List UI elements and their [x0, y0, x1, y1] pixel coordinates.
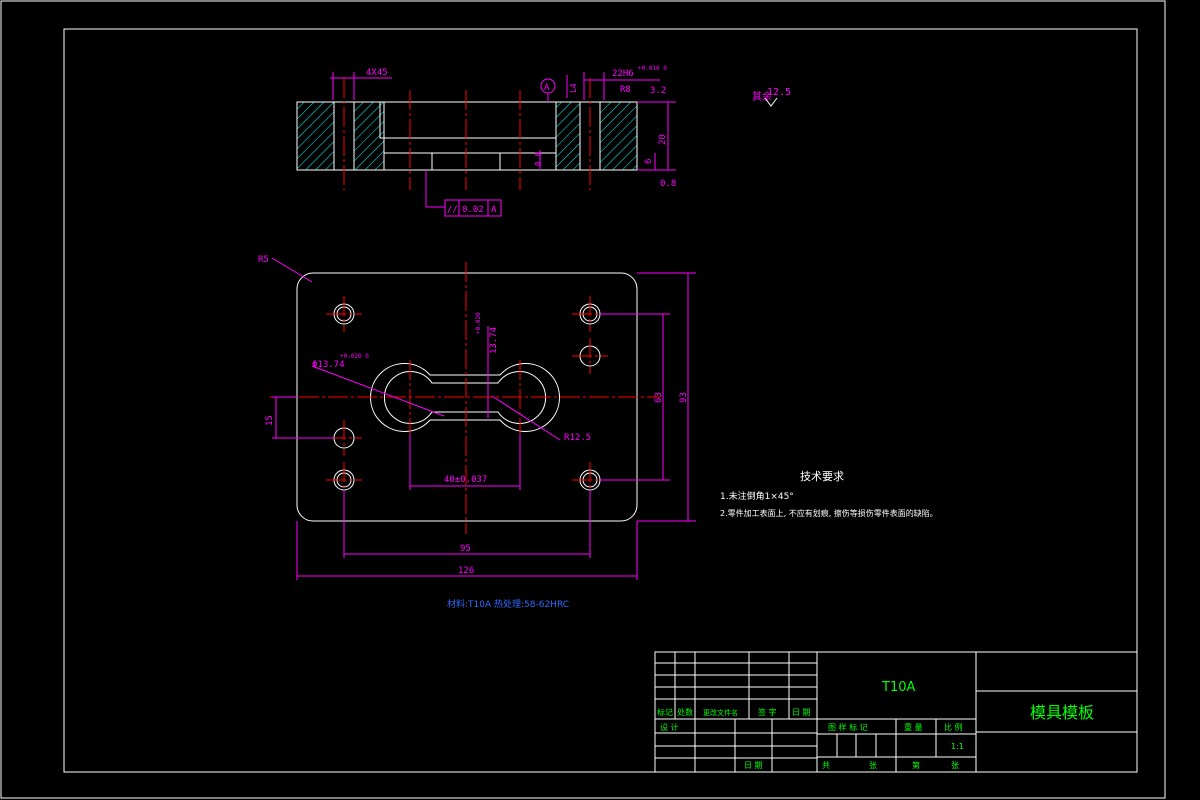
dim-63: 63	[654, 392, 664, 403]
hatch-right-inner	[555, 101, 581, 171]
datum-a-label: A	[544, 83, 550, 93]
hatch-right	[599, 101, 638, 171]
tol-value: 0.02	[462, 205, 484, 215]
dim-0-8: 0.8	[660, 179, 676, 189]
tb-bili: 比 例	[944, 722, 963, 732]
dim-r5: R5	[258, 255, 269, 265]
tb-zhongliang: 重 量	[904, 722, 923, 732]
tb-scale: 1:1	[951, 742, 964, 751]
roughness-label: 其余	[752, 90, 772, 103]
outer-frame	[0, 0, 1166, 799]
tb-tuyang: 图 样 标 记	[828, 722, 868, 732]
tb-zhang1: 张	[869, 761, 877, 770]
dim-93: 93	[679, 392, 689, 403]
dim-20: 20	[658, 134, 668, 145]
dim-l4: L4	[569, 83, 578, 93]
dim-6: 6	[644, 159, 654, 164]
title-block-text: 标记 处数 更改文件名 签 字 日 期 设 计 日 期 T10A 图 样 标 记…	[657, 680, 1094, 770]
tb-qianzi: 签 字	[758, 707, 777, 717]
dim-3-2: 3.2	[650, 86, 666, 96]
tb-material: T10A	[881, 680, 915, 695]
plan-view: R5 Φ13.74 +0.020 0 13.74 +0.020 R12.5 15…	[258, 255, 696, 580]
dim-4x45: 4X45	[366, 68, 388, 78]
tb-sheji: 设 计	[660, 722, 679, 732]
title-block	[654, 651, 1138, 773]
dim-13-74-tol: +0.020	[475, 312, 482, 334]
slot-inner	[383, 371, 547, 424]
dim-15: 15	[265, 415, 275, 426]
tb-di: 第	[912, 760, 920, 770]
tb-gong: 共	[822, 761, 830, 770]
tb-part-name: 模具模板	[1030, 703, 1094, 722]
tech-line-2: 2.零件加工表面上, 不应有划痕, 擦伤等损伤零件表面的缺陷。	[720, 508, 938, 518]
roughness-mark: 其余 12.5	[752, 87, 791, 107]
tol-datum: A	[491, 205, 497, 215]
dim-22h6: 22H6	[612, 69, 634, 79]
dim-r12-5: R12.5	[564, 433, 591, 443]
tb-riqi-hdr: 日 期	[792, 708, 811, 717]
tech-requirements: 技术要求 1.未注倒角1×45° 2.零件加工表面上, 不应有划痕, 擦伤等损伤…	[720, 470, 938, 518]
dim-40: 40±0.037	[444, 475, 487, 485]
dim-0-8-small: 0.8	[534, 151, 543, 166]
tb-gengai: 更改文件名	[703, 708, 738, 717]
section-outline	[296, 101, 638, 171]
material-note: 材料:T10A 热处理:58-62HRC	[447, 598, 569, 610]
tol-symbol: //	[447, 205, 458, 215]
dim-dia-tol: +0.020 0	[340, 353, 369, 360]
tech-title: 技术要求	[800, 470, 844, 483]
tb-riqi: 日 期	[744, 761, 763, 770]
slot-outer	[370, 363, 560, 432]
inner-frame	[63, 28, 1138, 773]
tech-line-1: 1.未注倒角1×45°	[720, 490, 794, 502]
dim-dia-13-74: Φ13.74	[312, 360, 345, 370]
section-view: 4X45 A L4 22H6 +0.016 0 R8 3.2 20 6 0.8 …	[296, 65, 676, 217]
dim-13-74-vert: 13.74	[489, 327, 499, 354]
dim-r8: R8	[620, 85, 631, 95]
tb-chushu: 处数	[677, 707, 693, 717]
roughness-value: 12.5	[767, 87, 791, 98]
dim-22h6-tol: +0.016 0	[638, 65, 667, 72]
dim-95: 95	[460, 544, 471, 554]
hatch-left	[296, 101, 335, 171]
dim-126: 126	[458, 566, 474, 576]
tb-biaoji: 标记	[657, 707, 673, 717]
tb-zhang2: 张	[951, 761, 959, 770]
hatch-left-inner	[353, 101, 385, 171]
